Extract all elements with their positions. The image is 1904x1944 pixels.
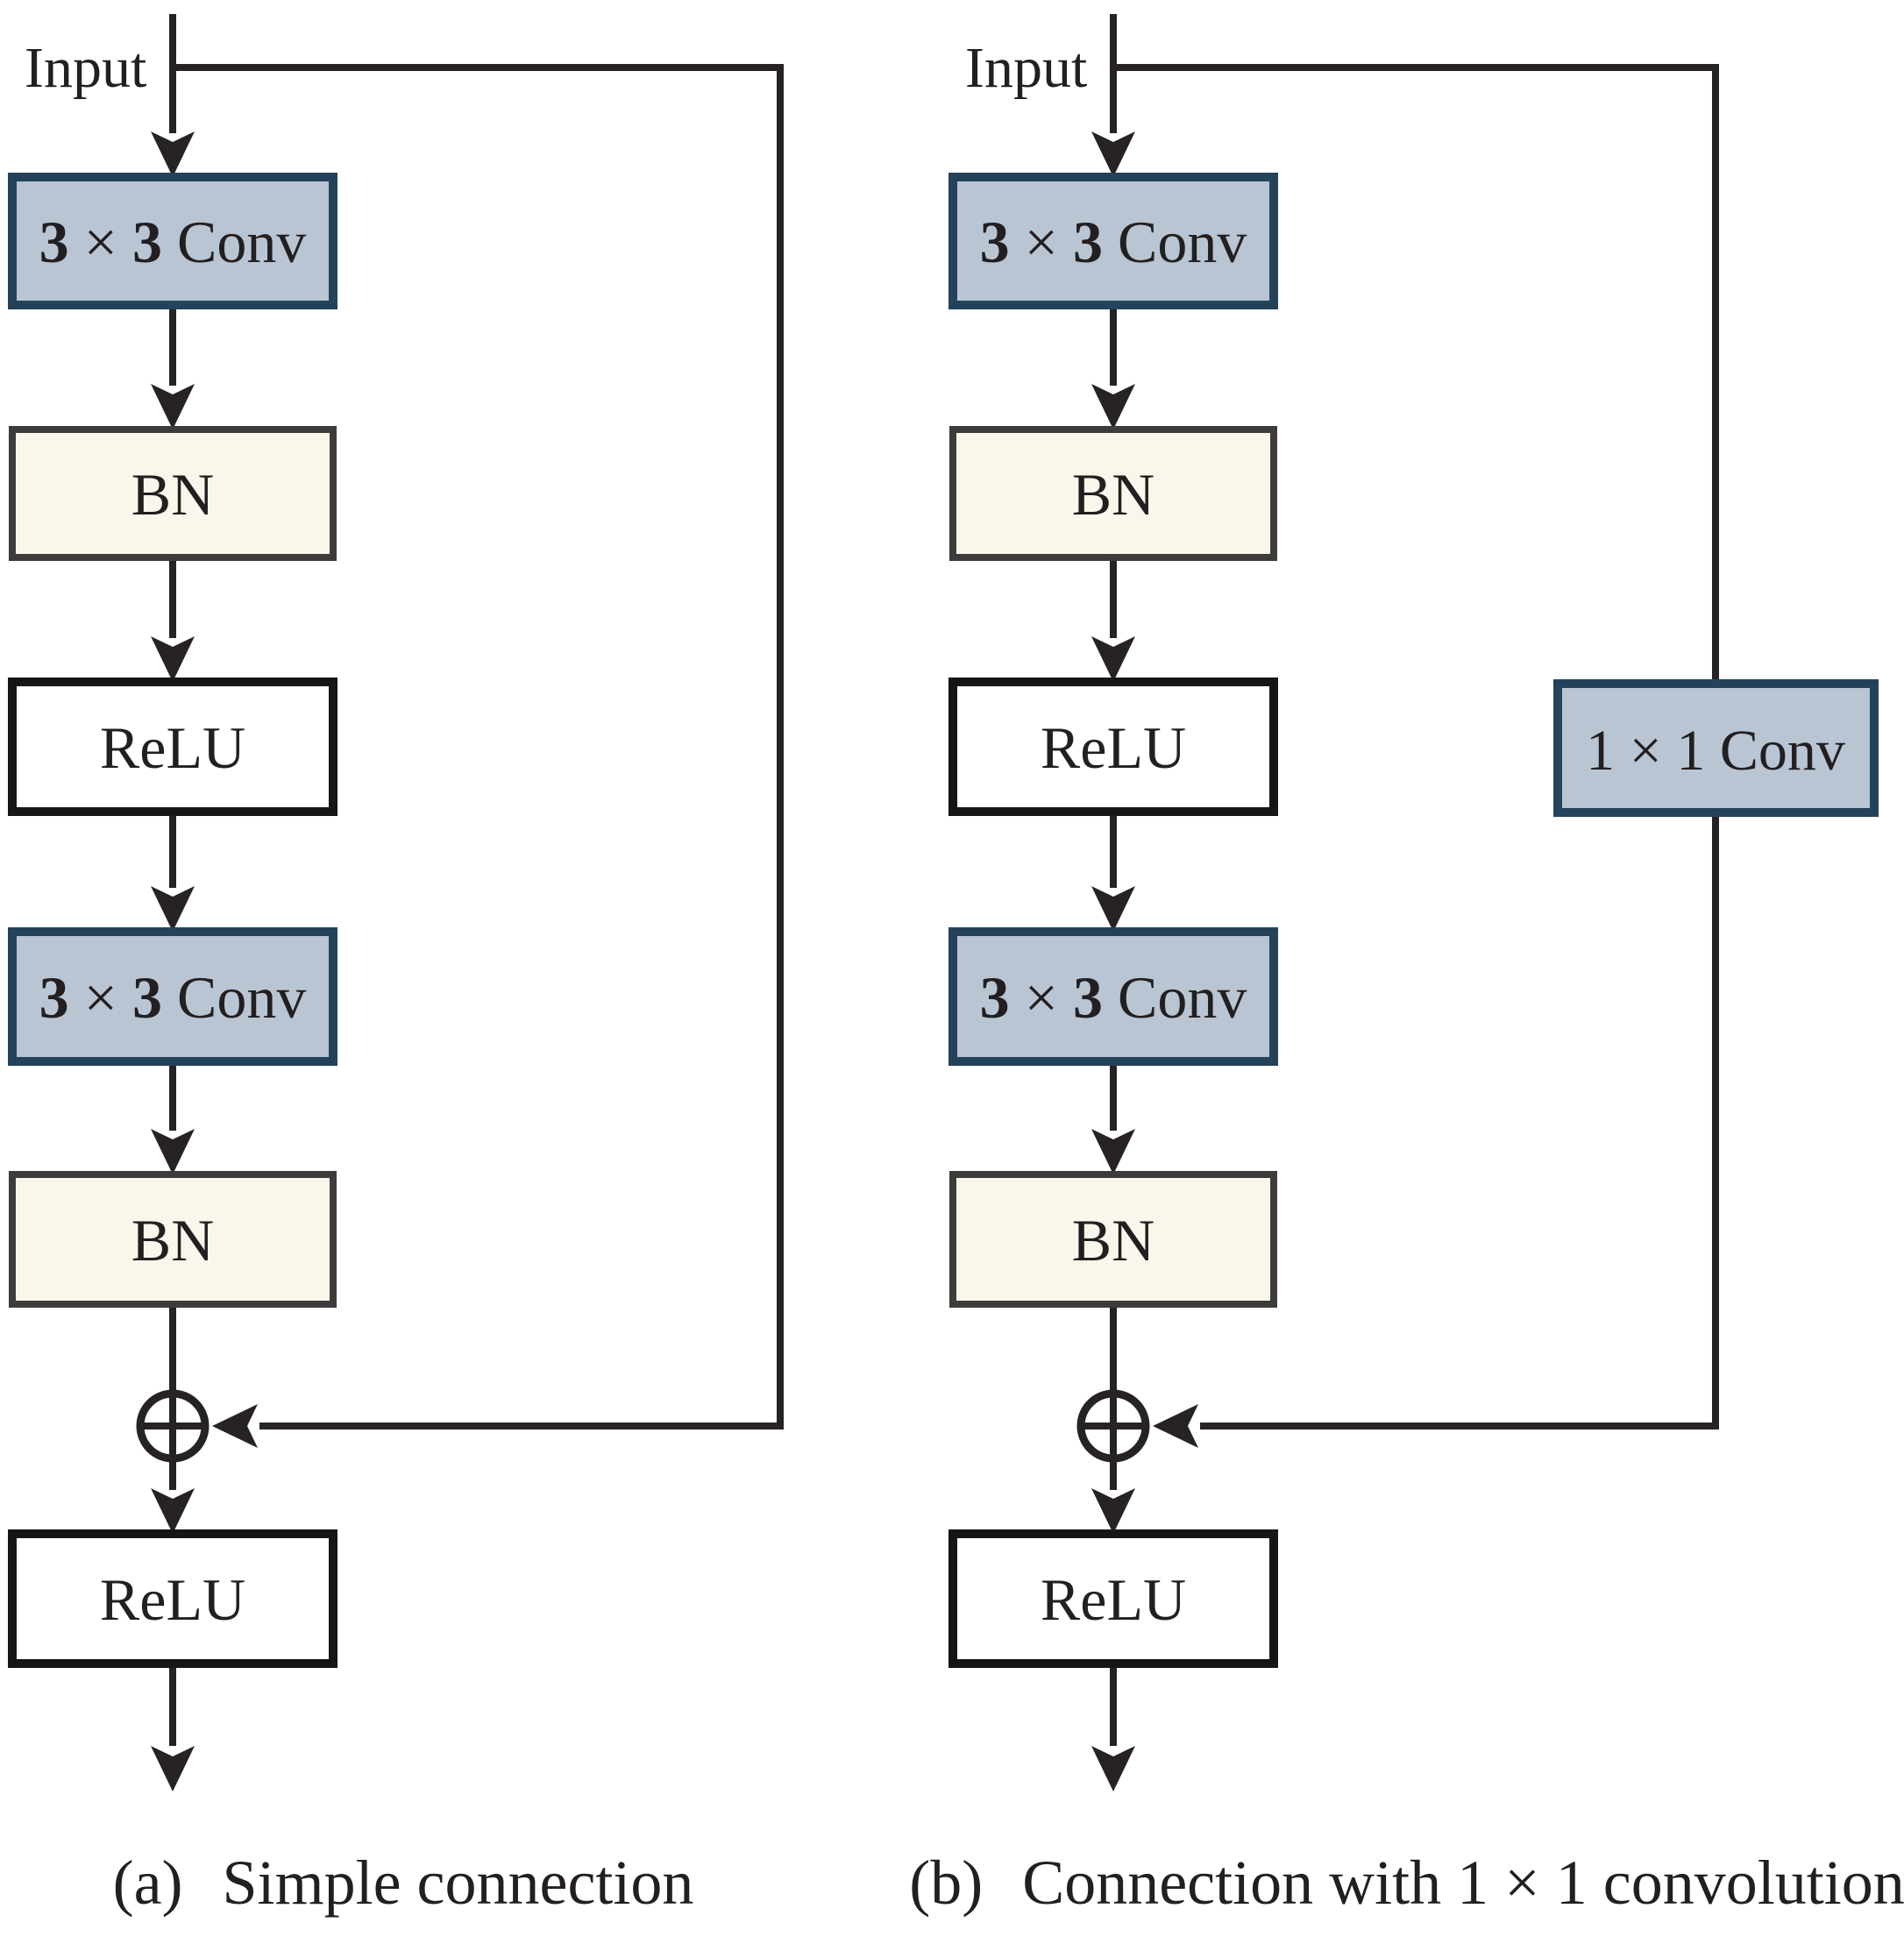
relu1-label-b: ReLU	[1041, 714, 1186, 781]
conv2-label-a: 3 × 3 Conv	[39, 964, 307, 1031]
conv1-label-b: 3 × 3 Conv	[980, 209, 1247, 275]
relu1-box-b	[948, 678, 1278, 816]
conv1-box-b	[948, 173, 1278, 309]
bn2-box-b	[949, 1171, 1277, 1308]
diagram-b: 1 × 1 Conv Input 3 × 3 Conv BN ReLU 3 × …	[909, 14, 1904, 1918]
bn1-box-a	[9, 426, 337, 561]
conv1-label-a: 3 × 3 Conv	[39, 209, 307, 275]
bn2-label-b: BN	[1072, 1207, 1154, 1274]
conv1-box-a	[8, 173, 337, 309]
conv2-box-a	[8, 927, 337, 1066]
relu1-label-a: ReLU	[100, 714, 245, 781]
arrowhead-into-conv1-a	[151, 131, 195, 177]
relu1-box-a	[8, 678, 337, 816]
relu2-box-b	[948, 1529, 1278, 1668]
input-label-b: Input	[965, 36, 1087, 100]
bn2-box-a	[9, 1171, 337, 1308]
arrowhead-into-conv2-a	[151, 886, 195, 932]
arrowhead-into-relu1-a	[151, 636, 195, 682]
arrowhead-into-relu2-a	[151, 1488, 195, 1534]
arrowhead-output-b	[1091, 1746, 1135, 1791]
arrowhead-into-relu2-b	[1091, 1488, 1135, 1534]
arrowhead-output-a	[151, 1746, 195, 1791]
relu2-box-a	[8, 1529, 337, 1668]
caption-b: (b)Connection with 1 × 1 convolution	[909, 1848, 1904, 1918]
conv2-label-b: 3 × 3 Conv	[980, 964, 1247, 1031]
skip-arrowhead-a	[212, 1404, 258, 1448]
arrowhead-into-bn2-b	[1091, 1129, 1135, 1174]
arrowhead-into-conv2-b	[1091, 886, 1135, 932]
skip-arrowhead-b	[1153, 1404, 1198, 1448]
relu2-label-b: ReLU	[1041, 1566, 1186, 1633]
skip-conv-label-b: 1 × 1 Conv	[1586, 719, 1845, 783]
relu2-label-a: ReLU	[100, 1566, 245, 1633]
arrowhead-into-bn1-b	[1091, 384, 1135, 429]
diagram-a: Input 3 × 3 Conv BN ReLU 3 × 3 Conv BN R…	[8, 14, 784, 1918]
bn1-label-b: BN	[1072, 461, 1154, 528]
skip-conv-box-b	[1553, 679, 1879, 817]
arrowhead-into-conv1-b	[1091, 131, 1135, 177]
bn1-box-b	[949, 426, 1277, 561]
caption-a: (a)Simple connection	[113, 1848, 694, 1918]
conv2-box-b	[948, 927, 1278, 1066]
bn2-label-a: BN	[131, 1207, 214, 1274]
bn1-label-a: BN	[131, 461, 214, 528]
arrowhead-into-bn2-a	[151, 1129, 195, 1174]
arrowhead-into-relu1-b	[1091, 636, 1135, 682]
input-label-a: Input	[25, 36, 146, 100]
skip-connection-line-a	[173, 64, 784, 1430]
arrowhead-into-bn1-a	[151, 384, 195, 429]
